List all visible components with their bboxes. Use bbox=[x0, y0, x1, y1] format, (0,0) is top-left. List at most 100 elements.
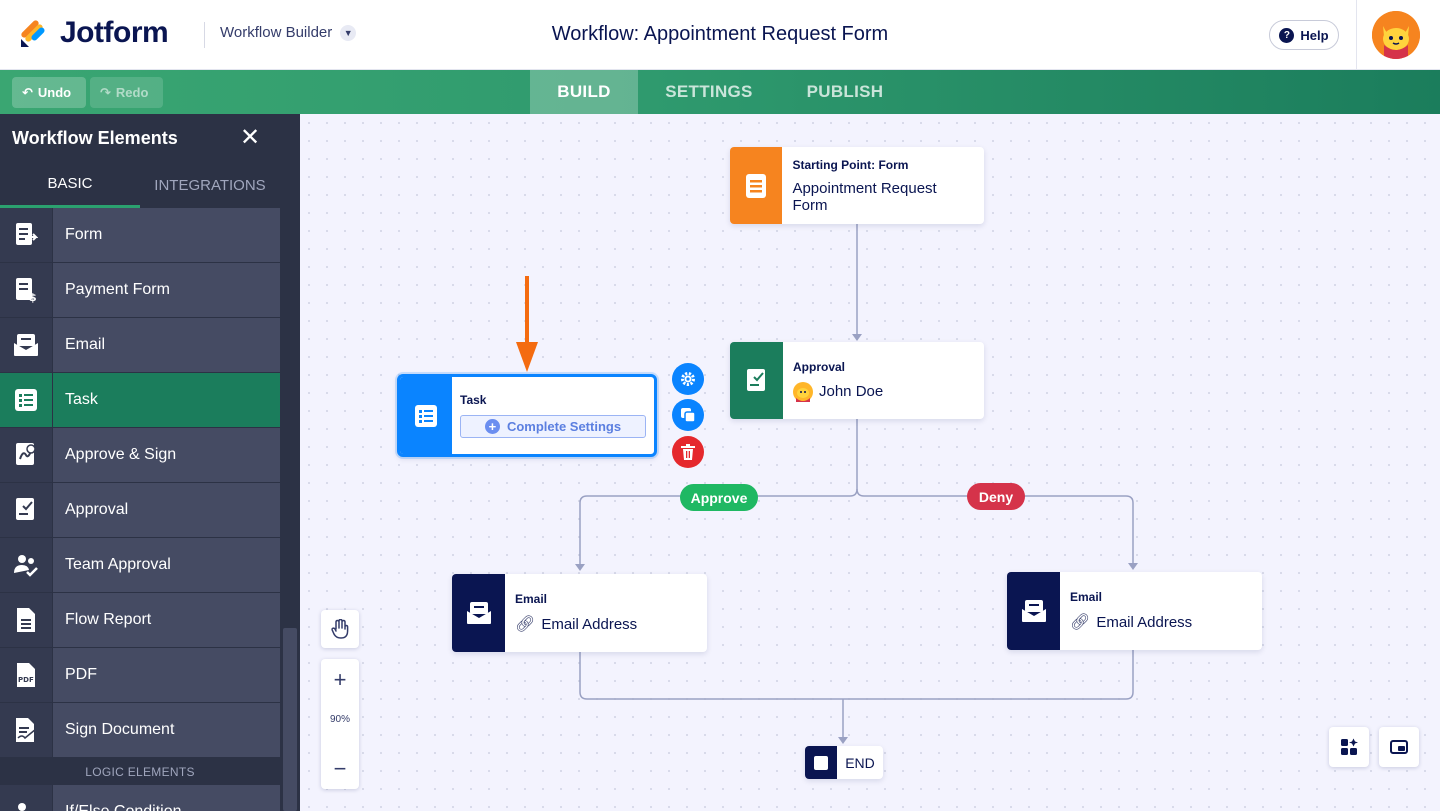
element-task[interactable]: Task bbox=[0, 373, 280, 428]
logo-text: Jotform bbox=[60, 16, 169, 49]
sign-document-icon bbox=[0, 703, 53, 757]
user-avatar-icon bbox=[793, 381, 813, 402]
element-label: Approval bbox=[53, 483, 280, 537]
element-label: Payment Form bbox=[53, 263, 280, 317]
hand-icon bbox=[331, 619, 349, 639]
element-approval[interactable]: Approval bbox=[0, 483, 280, 538]
node-type: Email bbox=[1070, 590, 1103, 604]
element-label: Flow Report bbox=[53, 593, 280, 647]
avatar-cat-icon bbox=[1372, 11, 1420, 59]
assignee-name: John Doe bbox=[819, 383, 884, 400]
chevron-down-icon: ▼ bbox=[340, 24, 357, 41]
header-separator bbox=[1356, 0, 1357, 70]
element-if-else-condition[interactable]: If/Else Condition bbox=[0, 785, 280, 811]
node-body: Task + Complete Settings bbox=[452, 377, 654, 454]
undo-icon: ↶ bbox=[22, 84, 33, 100]
node-duplicate-button[interactable] bbox=[672, 399, 704, 431]
element-flow-report[interactable]: Flow Report bbox=[0, 593, 280, 648]
element-label: PDF bbox=[53, 648, 280, 702]
help-button[interactable]: ? Help bbox=[1269, 20, 1339, 50]
element-label: Email bbox=[53, 318, 280, 372]
complete-settings-label: Complete Settings bbox=[506, 419, 622, 434]
zoom-in-button[interactable]: + bbox=[333, 667, 347, 692]
team-approval-icon bbox=[0, 538, 53, 592]
recipient-label: Email Address bbox=[541, 615, 638, 633]
logic-elements-heading: LOGIC ELEMENTS bbox=[0, 758, 280, 785]
node-body: Starting Point: Form Appointment Request… bbox=[782, 147, 984, 224]
minimap-button[interactable] bbox=[1379, 727, 1419, 767]
panel-scrollbar-thumb[interactable] bbox=[283, 628, 297, 811]
zoom-level: 90% bbox=[329, 714, 350, 725]
apps-button[interactable] bbox=[1329, 727, 1369, 767]
tab-basic[interactable]: BASIC bbox=[0, 162, 140, 208]
trash-icon bbox=[681, 444, 695, 460]
approval-node[interactable]: Approval John Doe bbox=[730, 342, 984, 419]
node-type: Starting Point: Form bbox=[792, 157, 909, 172]
element-label: Form bbox=[53, 208, 280, 262]
element-approve-sign[interactable]: Approve & Sign bbox=[0, 428, 280, 483]
element-team-approval[interactable]: Team Approval bbox=[0, 538, 280, 593]
zoom-out-button[interactable]: − bbox=[333, 756, 347, 781]
end-node[interactable]: END bbox=[805, 746, 883, 779]
node-type: Task bbox=[460, 393, 487, 407]
redo-icon: ↷ bbox=[100, 84, 111, 100]
pan-tool-button[interactable] bbox=[321, 610, 359, 648]
node-settings-button[interactable] bbox=[672, 363, 704, 395]
condition-icon bbox=[0, 785, 53, 811]
tab-build[interactable]: BUILD bbox=[530, 70, 638, 114]
start-form-node[interactable]: Starting Point: Form Appointment Request… bbox=[730, 147, 984, 224]
svg-text:$: $ bbox=[29, 291, 37, 303]
element-sign-document[interactable]: Sign Document bbox=[0, 703, 280, 758]
complete-settings-button[interactable]: + Complete Settings bbox=[460, 415, 646, 438]
annotation-arrow-icon bbox=[516, 276, 538, 372]
task-node[interactable]: Task + Complete Settings bbox=[397, 374, 657, 457]
undo-button[interactable]: ↶ Undo bbox=[12, 77, 86, 108]
tab-publish[interactable]: PUBLISH bbox=[806, 82, 884, 101]
assignee: John Doe bbox=[793, 381, 884, 402]
svg-text:PDF: PDF bbox=[18, 676, 34, 684]
element-form[interactable]: Form bbox=[0, 208, 280, 263]
node-value: 🔗︎ Email Address bbox=[515, 614, 637, 634]
email-node-deny[interactable]: Email 🔗︎ Email Address bbox=[1007, 572, 1262, 650]
page-title: Workflow: Appointment Request Form bbox=[551, 23, 889, 45]
email-node-approve[interactable]: Email 🔗︎ Email Address bbox=[452, 574, 707, 652]
tab-integrations[interactable]: INTEGRATIONS bbox=[154, 176, 266, 194]
undo-label: Undo bbox=[37, 85, 72, 100]
email-icon bbox=[1007, 572, 1060, 650]
workflow-builder-dropdown[interactable]: Workflow Builder ▼ bbox=[220, 24, 357, 41]
task-icon bbox=[0, 373, 53, 427]
plus-icon: + bbox=[484, 419, 500, 434]
node-delete-button[interactable] bbox=[672, 436, 704, 468]
avatar[interactable] bbox=[1372, 11, 1420, 59]
gear-icon bbox=[681, 372, 695, 386]
builder-toolbar: ↶ Undo ↷ Redo BUILD SETTINGS PUBLISH bbox=[0, 70, 1440, 114]
tab-settings[interactable]: SETTINGS bbox=[665, 82, 753, 101]
element-payment-form[interactable]: $ Payment Form bbox=[0, 263, 280, 318]
builder-label: Workflow Builder bbox=[220, 24, 333, 41]
workflow-canvas[interactable]: Starting Point: Form Appointment Request… bbox=[300, 114, 1440, 811]
approve-branch-label[interactable]: Approve bbox=[680, 484, 758, 511]
zoom-controls: + 90% − bbox=[321, 659, 359, 789]
jotform-logo[interactable]: Jotform bbox=[18, 16, 169, 50]
stop-icon bbox=[805, 746, 837, 779]
workflow-elements-panel: Workflow Elements ✕ BASIC INTEGRATIONS F… bbox=[0, 114, 300, 811]
elements-list: Form $ Payment Form Email Task Approve &… bbox=[0, 208, 280, 811]
element-email[interactable]: Email bbox=[0, 318, 280, 373]
element-label: Sign Document bbox=[53, 703, 280, 757]
deny-branch-label[interactable]: Deny bbox=[967, 483, 1025, 510]
redo-button[interactable]: ↷ Redo bbox=[90, 77, 163, 108]
approval-icon bbox=[730, 342, 783, 419]
element-label: Task bbox=[53, 373, 280, 427]
link-icon: 🔗︎ bbox=[1070, 614, 1091, 631]
pdf-icon: PDF bbox=[0, 648, 53, 702]
email-icon bbox=[452, 574, 505, 652]
form-document-icon bbox=[730, 147, 783, 224]
connector-lines bbox=[575, 224, 1138, 744]
app-header: Jotform Workflow Builder ▼ Workflow: App… bbox=[0, 0, 1440, 70]
element-label: Approve & Sign bbox=[53, 428, 280, 482]
node-type: Email bbox=[515, 592, 548, 606]
close-icon[interactable]: ✕ bbox=[239, 124, 261, 151]
question-icon: ? bbox=[1279, 27, 1295, 43]
element-label: If/Else Condition bbox=[53, 785, 280, 811]
element-pdf[interactable]: PDF PDF bbox=[0, 648, 280, 703]
